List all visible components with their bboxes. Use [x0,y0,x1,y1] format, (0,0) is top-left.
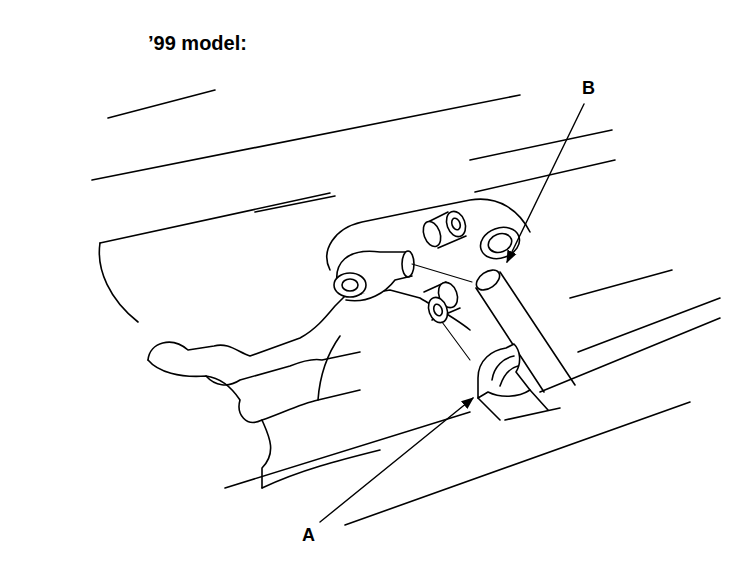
body-line [108,90,215,118]
body-line [225,318,720,488]
tube-fitting [443,209,469,240]
body-line [505,408,560,420]
body-line [578,298,720,352]
hose-clip [478,344,530,398]
manifold [206,352,360,385]
hose-clip [478,390,548,420]
engine-outline [92,90,720,525]
callout-letter: A [300,526,317,546]
manifold [99,243,138,322]
body-line [345,402,690,525]
tube-fitting [420,219,444,249]
alignment-line [412,264,472,360]
manifold [262,450,380,488]
body-line [92,95,520,180]
tube-fitting [425,295,451,326]
tube-fitting [432,303,444,317]
body-line [255,160,615,212]
body-line [570,270,672,298]
elbow-fitting [342,279,358,291]
manifold [262,390,360,420]
hose-end [473,266,503,294]
model-title: ’99 model: [146,32,249,54]
manifold [148,290,470,360]
leader-line [507,104,584,262]
bolt-hole [486,230,515,255]
elbow-fitting [334,273,366,297]
manifold [318,336,340,400]
body-line [100,130,612,243]
callout-letter: B [580,79,597,99]
leader-line [320,398,473,522]
hose-clip [492,356,518,386]
tube-fitting [450,217,462,231]
